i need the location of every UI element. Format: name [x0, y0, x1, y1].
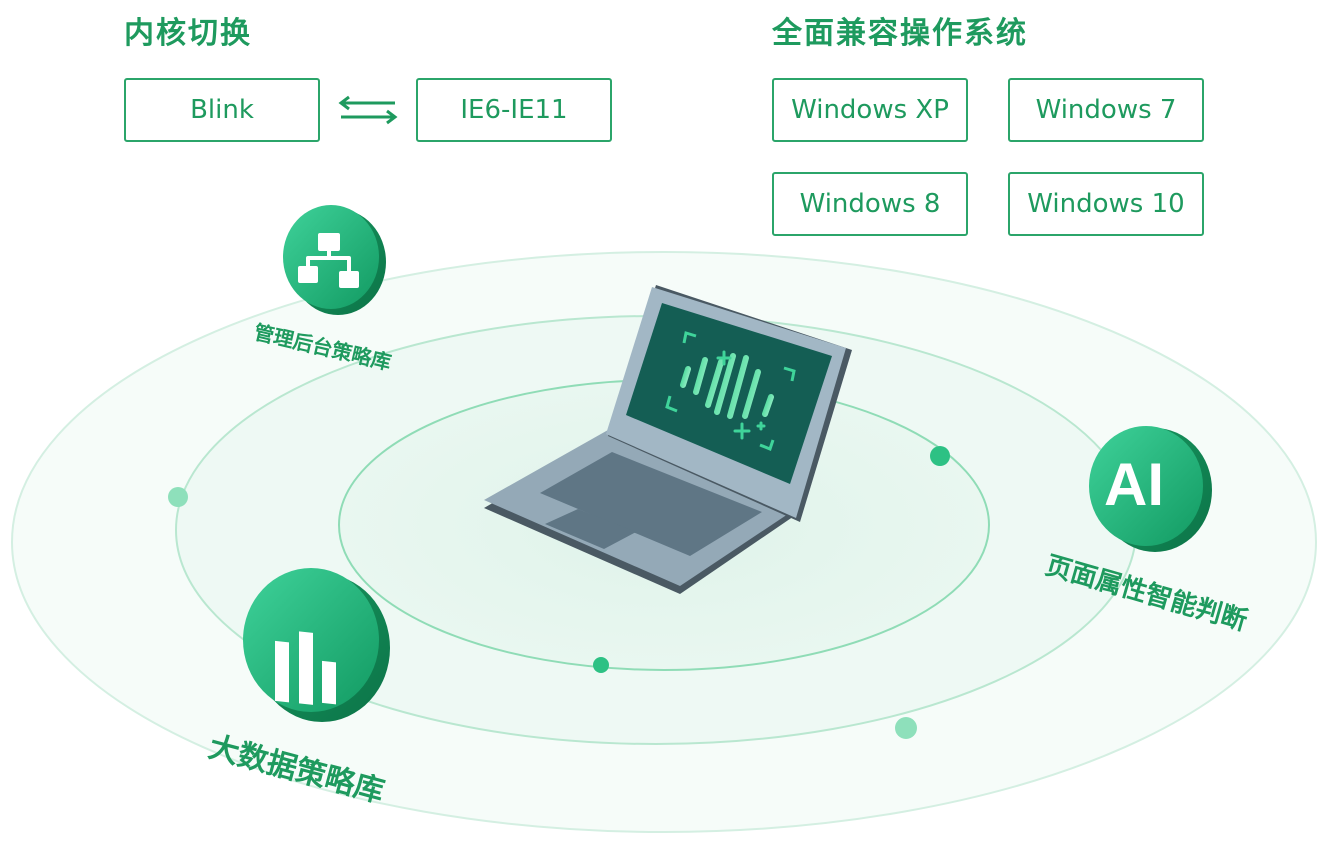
- orbit-dot: [930, 446, 950, 466]
- bar-chart-icon: [275, 631, 336, 705]
- ie-button[interactable]: IE6-IE11: [416, 78, 612, 142]
- blink-button[interactable]: Blink: [124, 78, 320, 142]
- orbit-dot: [593, 657, 609, 673]
- orbit-dot: [168, 487, 188, 507]
- os-windows-8[interactable]: Windows 8: [772, 172, 968, 236]
- os-windows-10[interactable]: Windows 10: [1008, 172, 1204, 236]
- hierarchy-icon: [298, 233, 359, 288]
- bigdata-badge: [243, 568, 390, 722]
- switch-arrows-icon: [338, 95, 398, 125]
- kernel-switch-title: 内核切换: [124, 16, 252, 51]
- admin-badge: [283, 205, 386, 315]
- ai-badge: [1089, 426, 1212, 552]
- laptop-icon: [484, 285, 852, 594]
- os-compat-title: 全面兼容操作系统: [772, 16, 1028, 51]
- orbit-dot: [895, 717, 917, 739]
- os-windows-xp[interactable]: Windows XP: [772, 78, 968, 142]
- os-windows-7[interactable]: Windows 7: [1008, 78, 1204, 142]
- ai-badge-text: AI: [1104, 451, 1164, 518]
